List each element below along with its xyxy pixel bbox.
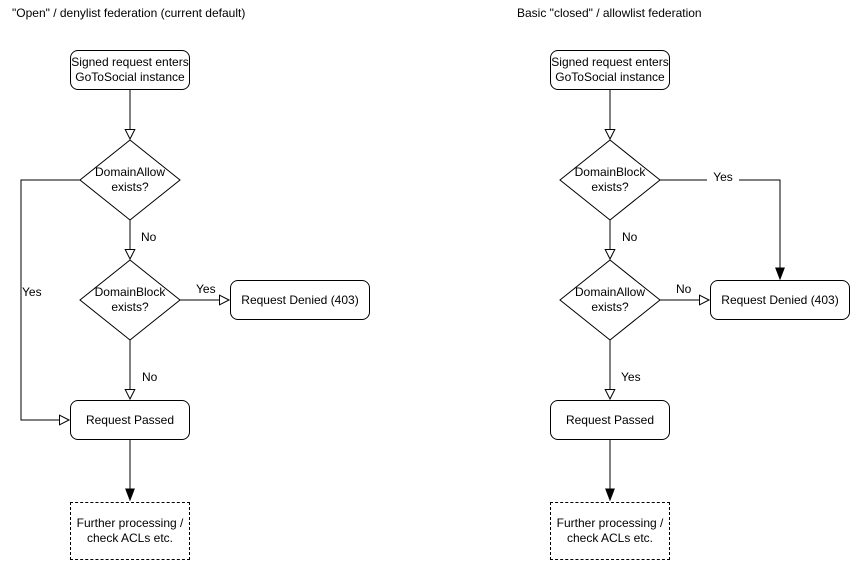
left-label-decision1-no: No — [141, 230, 157, 244]
right-start-node: Signed request enters GoToSocial instanc… — [550, 50, 670, 90]
right-label-decision1-yes: Yes — [707, 171, 739, 184]
right-label-decision1-no: No — [622, 230, 638, 244]
right-decision2-diamond-shape — [559, 259, 661, 341]
arrowhead-open-icon — [604, 389, 616, 401]
left-decision1-label: DomainAllow exists? — [94, 165, 166, 194]
left-start-node: Signed request enters GoToSocial instanc… — [70, 50, 190, 90]
arrowhead-open-icon — [124, 249, 136, 261]
left-denied-node: Request Denied (403) — [230, 280, 370, 320]
right-decision1-diamond-shape — [559, 139, 661, 221]
arrowhead-open-icon — [219, 294, 231, 306]
arrowhead-open-icon — [604, 129, 616, 141]
arrowhead-filled-icon — [125, 488, 135, 502]
right-decision1-label: DomainBlock exists? — [574, 165, 646, 194]
left-label-decision2-no: No — [142, 370, 158, 384]
arrowhead-open-icon — [124, 129, 136, 141]
arrowhead-filled-icon — [775, 267, 785, 281]
left-label-decision2-yes: Yes — [196, 282, 216, 296]
left-flow-title: "Open" / denylist federation (current de… — [12, 6, 246, 20]
left-decision2-diamond-shape — [79, 259, 181, 341]
right-decision2-label: DomainAllow exists? — [574, 285, 646, 314]
right-passed-node: Request Passed — [550, 400, 670, 440]
left-further-processing-node: Further processing / check ACLs etc. — [70, 502, 190, 560]
right-flow-title: Basic "closed" / allowlist federation — [517, 6, 702, 20]
arrowhead-open-icon — [124, 389, 136, 401]
right-edge-decision1-yes-to-denied — [660, 179, 781, 268]
arrowhead-open-icon — [59, 414, 71, 426]
arrowhead-open-icon — [699, 294, 711, 306]
left-edge-decision1-yes-to-passed — [20, 179, 80, 421]
left-decision2-label: DomainBlock exists? — [94, 285, 166, 314]
right-denied-node: Request Denied (403) — [710, 280, 850, 320]
right-label-decision2-no: No — [676, 282, 692, 296]
right-label-decision2-yes: Yes — [621, 370, 641, 384]
arrowhead-filled-icon — [605, 488, 615, 502]
left-label-decision1-yes: Yes — [22, 285, 42, 299]
left-decision1-diamond-shape — [79, 139, 181, 221]
right-further-processing-node: Further processing / check ACLs etc. — [550, 502, 670, 560]
left-passed-node: Request Passed — [70, 400, 190, 440]
arrowhead-open-icon — [604, 249, 616, 261]
